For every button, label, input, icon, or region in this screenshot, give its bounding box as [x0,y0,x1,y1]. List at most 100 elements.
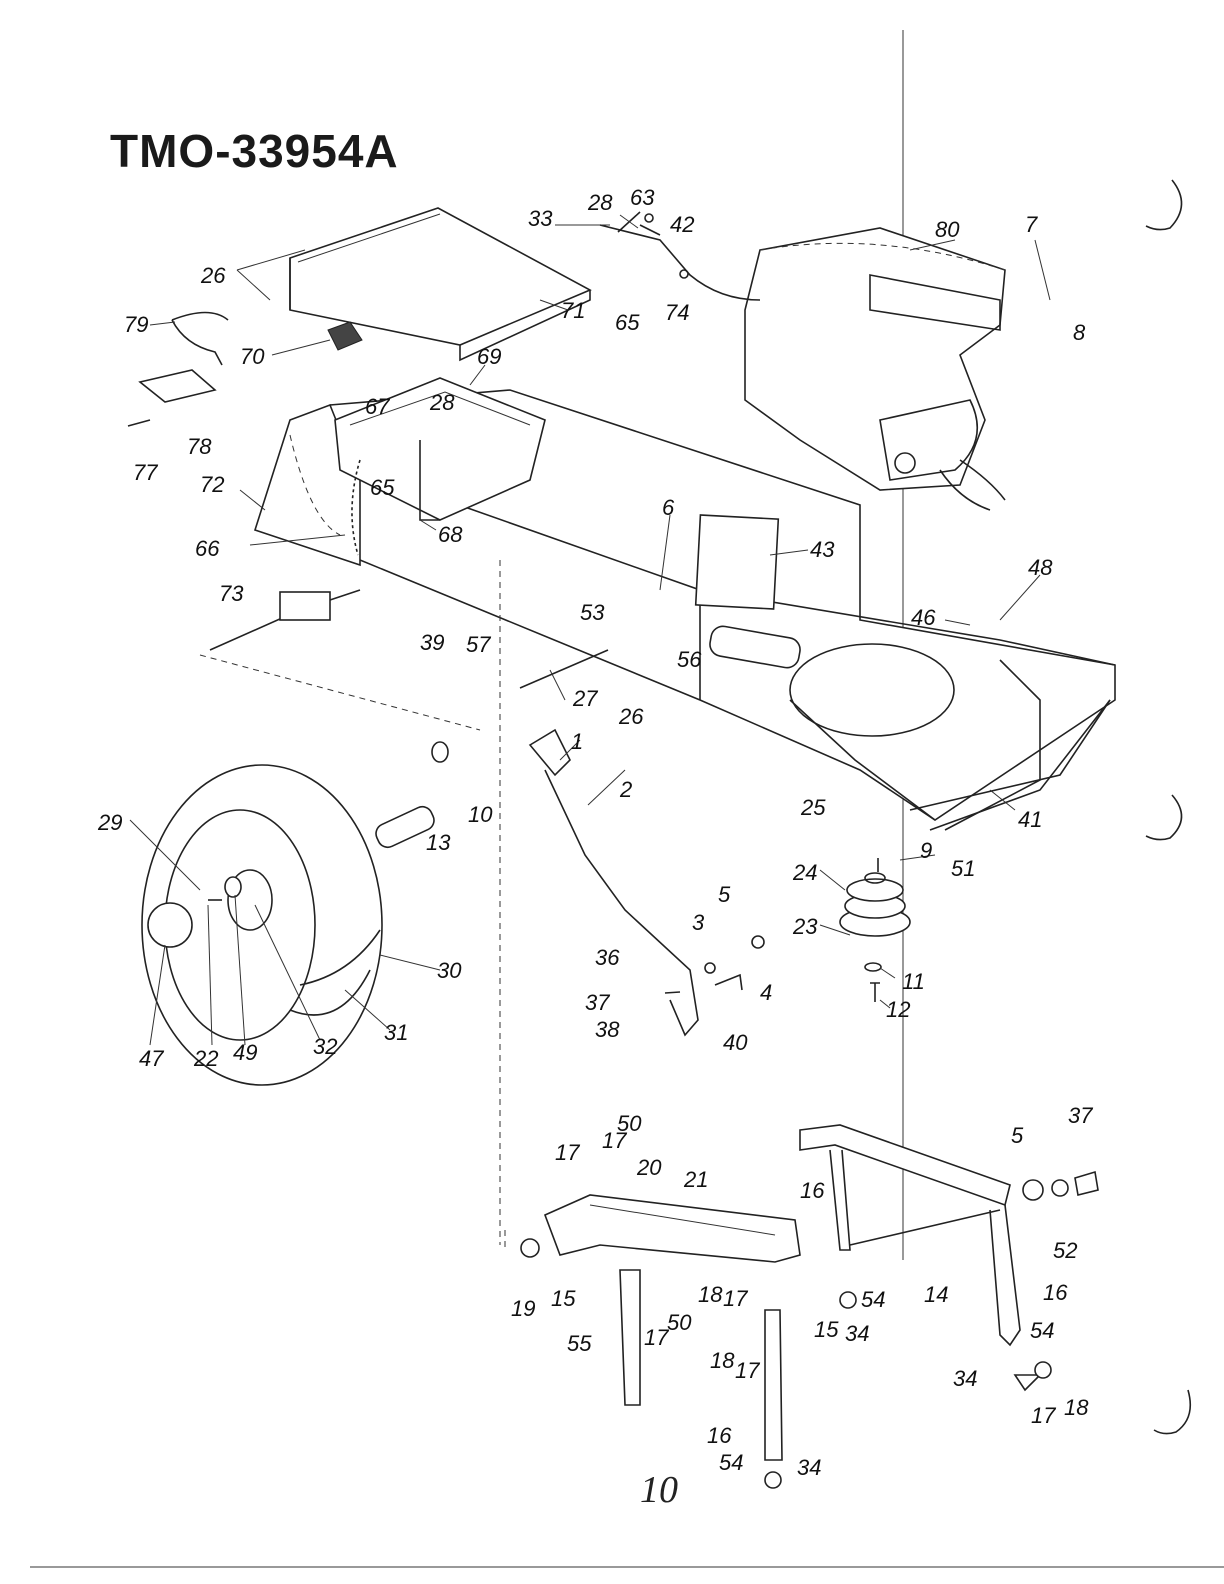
callout-17-d: 17 [644,1325,669,1350]
callout-17-c: 17 [723,1286,748,1311]
callout-labels: 1 2 3 4 5 5 6 7 8 9 10 11 12 13 14 15 15… [97,185,1093,1480]
callout-3: 3 [692,910,705,935]
callout-43: 43 [810,537,835,562]
callout-74: 74 [665,300,689,325]
callout-20: 20 [636,1155,662,1180]
callout-50-mid: 50 [667,1310,692,1335]
callout-21: 21 [683,1167,708,1192]
callout-77: 77 [133,460,158,485]
callout-40: 40 [723,1030,748,1055]
callout-48: 48 [1028,555,1053,580]
callout-1: 1 [571,729,583,754]
callout-50-top: 50 [617,1111,642,1136]
callout-25: 25 [800,795,826,820]
engine-pulley [839,858,911,1002]
page-number: 10 [640,1469,678,1511]
callout-56: 56 [677,647,702,672]
callout-54-left: 54 [861,1287,885,1312]
callout-16-right: 16 [1043,1280,1068,1305]
callout-19: 19 [511,1296,535,1321]
callout-28-mid: 28 [429,390,455,415]
callout-23: 23 [792,914,818,939]
callout-16-top: 16 [800,1178,825,1203]
lift-linkage-assembly [499,560,1099,1489]
binding-hole-bottom [1153,1389,1192,1435]
callout-37-linkage: 37 [1068,1103,1093,1128]
callout-24: 24 [792,860,817,885]
callout-16-bottom: 16 [707,1423,732,1448]
callout-72: 72 [200,472,224,497]
callout-79: 79 [124,312,148,337]
callout-9: 9 [920,838,932,863]
callout-34-left: 34 [845,1321,869,1346]
callout-69: 69 [477,344,501,369]
model-number-title: TMO-33954A [110,125,399,177]
callout-36: 36 [595,945,620,970]
callout-18-a: 18 [698,1282,723,1307]
callout-5-linkage: 5 [1011,1123,1024,1148]
callout-66: 66 [195,536,220,561]
callout-51: 51 [951,856,975,881]
callout-7: 7 [1025,212,1038,237]
callout-49: 49 [233,1040,257,1065]
callout-17-a: 17 [555,1140,580,1165]
axle-rod [519,649,609,689]
callout-13: 13 [426,830,451,855]
callout-38: 38 [595,1017,620,1042]
binding-hole-top [1145,179,1183,231]
callout-41: 41 [1018,807,1042,832]
brake-pedal-lever [528,728,765,1037]
callout-28-top: 28 [587,190,613,215]
callout-42: 42 [670,212,694,237]
callout-17-e: 17 [735,1358,760,1383]
seat-pan [289,207,592,362]
callout-2: 2 [619,777,632,802]
callout-11: 11 [902,969,925,994]
callout-32: 32 [313,1034,337,1059]
callout-12: 12 [886,997,910,1022]
callout-67: 67 [365,394,390,419]
leader-lines [129,214,1051,1046]
callout-78: 78 [187,434,212,459]
callout-52: 52 [1053,1238,1077,1263]
callout-63: 63 [630,185,655,210]
callout-47: 47 [139,1046,164,1071]
callout-68: 68 [438,522,463,547]
drive-chain [351,459,361,556]
callout-18-c: 18 [1064,1395,1089,1420]
binding-hole-middle [1145,794,1183,841]
callout-53: 53 [580,600,605,625]
callout-4: 4 [760,980,772,1005]
callout-54-right: 54 [1030,1318,1054,1343]
callout-33: 33 [528,206,553,231]
engine [744,227,1006,511]
rear-fender-housing [253,377,546,567]
callout-70: 70 [240,344,265,369]
callout-15-left: 15 [551,1286,576,1311]
callout-17-f: 17 [1031,1403,1056,1428]
callout-71: 71 [561,298,585,323]
callout-26-mid: 26 [618,704,644,729]
callout-22: 22 [193,1046,218,1071]
callout-14: 14 [924,1282,948,1307]
callout-34-bottom: 34 [797,1455,821,1480]
callout-46: 46 [911,605,936,630]
callout-5-pedal: 5 [718,882,731,907]
callout-18-b: 18 [710,1348,735,1373]
callout-6: 6 [662,495,675,520]
callout-65-top: 65 [615,310,640,335]
rear-wheel-assembly [141,741,449,1086]
callout-57: 57 [466,632,491,657]
callout-10: 10 [468,802,493,827]
callout-8: 8 [1073,320,1086,345]
ignition-bracket [127,311,363,427]
callout-80: 80 [935,217,960,242]
callout-73: 73 [219,581,244,606]
callout-34-right: 34 [953,1366,977,1391]
drive-rod [909,699,1111,811]
callout-31: 31 [384,1020,408,1045]
callout-30: 30 [437,958,462,983]
callout-54-bottom: 54 [719,1450,743,1475]
